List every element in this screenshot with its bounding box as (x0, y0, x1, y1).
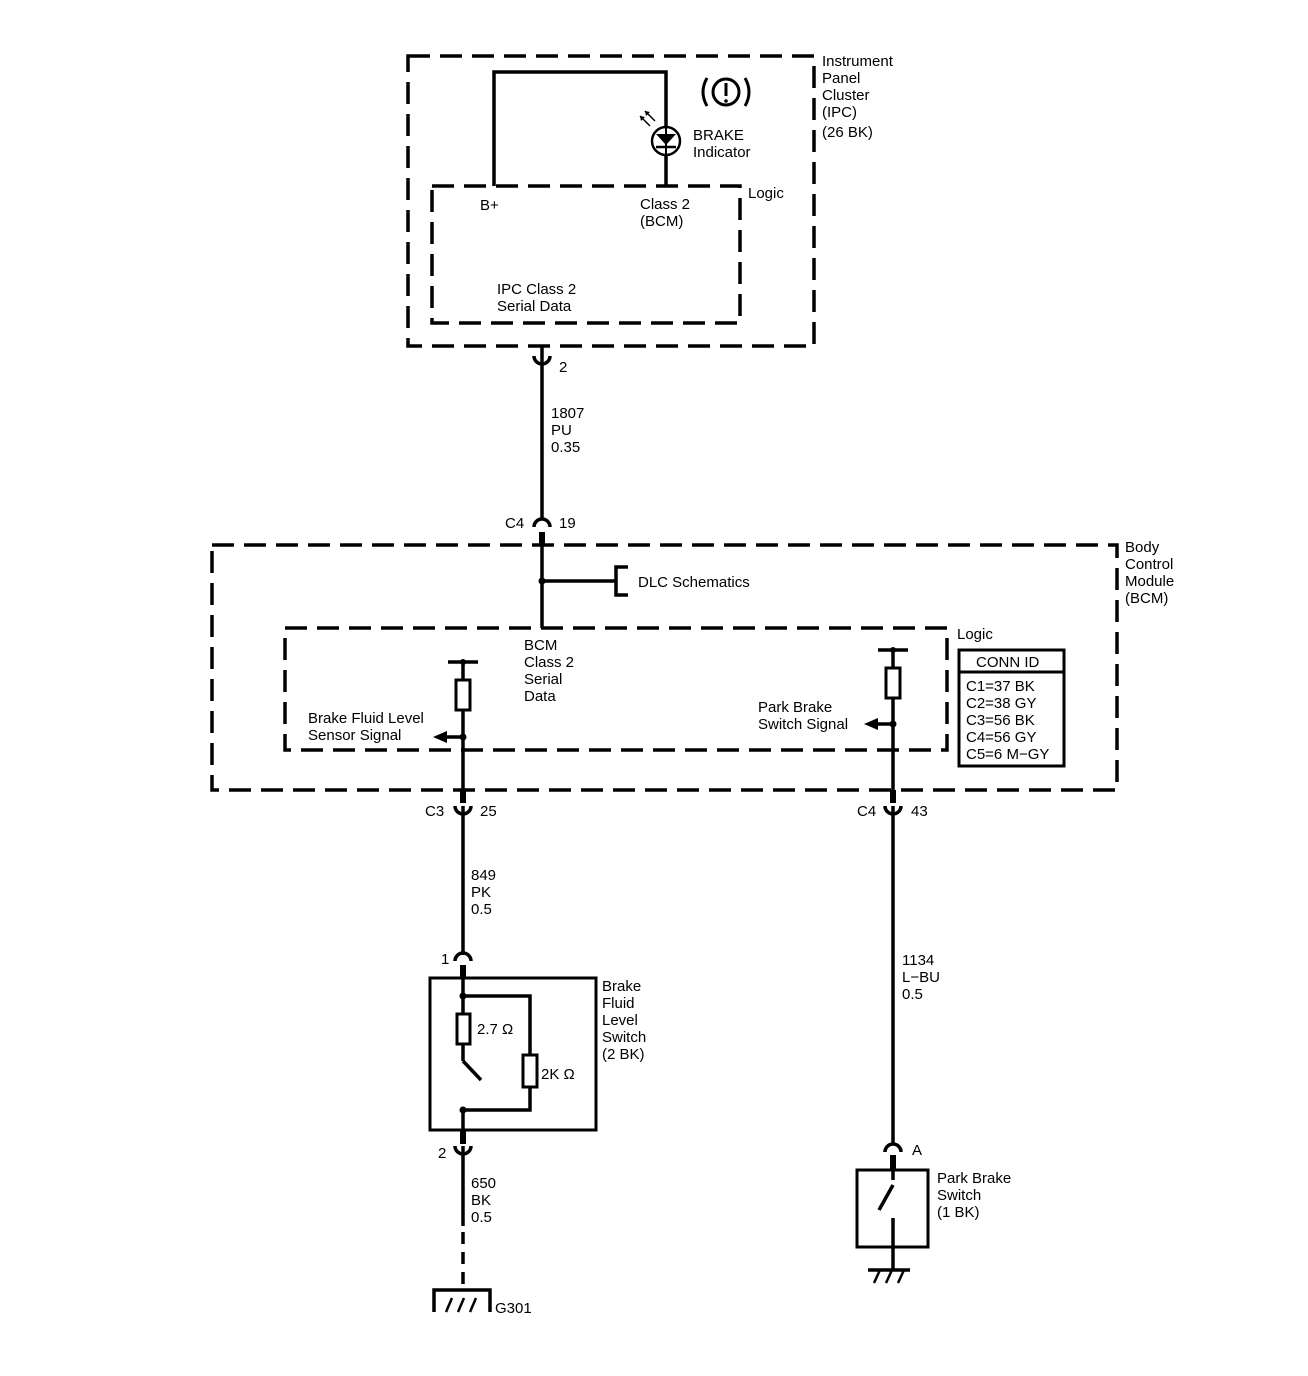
switch-connector-pin-1 (453, 951, 473, 962)
wire-849-label: 849 PK 0.5 (471, 867, 500, 918)
brake-fluid-signal-label: Brake Fluid Level Sensor Signal (308, 710, 428, 744)
bcm-pin-19-label: 19 (559, 515, 576, 532)
bcm-serial-data-label: BCM Class 2 Serial Data (524, 637, 578, 705)
bcm-logic-boundary (283, 626, 949, 752)
resistor-2k-ohm (521, 1053, 539, 1089)
ipc-logic-label: Logic (748, 185, 784, 202)
park-brake-switch-name: Park Brake Switch (1 BK) (937, 1170, 1015, 1221)
brake-indicator-label: BRAKE Indicator (693, 127, 751, 161)
brake-fluid-switch-name: Brake Fluid Level Switch (2 BK) (602, 978, 650, 1063)
bcm-c3-label: C3 (425, 803, 444, 820)
park-brake-switch: A Park Brake Switch (1 BK) (855, 1142, 1015, 1284)
resistor-2-7-ohm-label: 2.7 Ω (477, 1021, 513, 1038)
brake-warning-icon (701, 77, 751, 107)
ipc-boundary (406, 54, 816, 348)
resistor-2k-ohm-label: 2K Ω (541, 1066, 575, 1083)
ground-g301-label: G301 (495, 1300, 532, 1317)
bcm-connector-c4-19 (532, 517, 552, 528)
park-brake-signal-label: Park Brake Switch Signal (758, 699, 848, 733)
bcm-c4-label: C4 (505, 515, 524, 532)
switch-pin-1-label: 1 (441, 951, 449, 968)
conn-id-rows: C1=37 BK C2=38 GY C3=56 BK C4=56 GY C5=6… (966, 678, 1049, 763)
wire-1807: 2 1807 PU 0.35 C4 19 (505, 346, 589, 545)
wire-650-label: 650 BK 0.5 (471, 1175, 500, 1226)
brake-fluid-pullup-resistor (433, 659, 478, 800)
ipc-bplus-label: B+ (480, 197, 499, 214)
bcm-module: Logic Body Control Module (BCM) DLC Sche… (210, 539, 1178, 800)
dlc-schematics-link[interactable]: DLC Schematics (638, 574, 750, 591)
ipc-serial-data-label: IPC Class 2 Serial Data (497, 281, 580, 315)
park-switch-pin-a-label: A (912, 1142, 922, 1159)
level-switch-contact (461, 1059, 483, 1082)
conn-id-title: CONN ID (976, 654, 1040, 671)
ipc-bplus-wire (492, 70, 668, 186)
wire-650: 650 BK 0.5 G301 (432, 1146, 532, 1317)
wire-1807-label: 1807 PU 0.35 (551, 405, 589, 456)
dlc-ref-bracket (614, 565, 628, 597)
wire-1134: C4 43 1134 L−BU 0.5 (857, 790, 944, 1145)
bcm-name: Body Control Module (BCM) (1125, 539, 1178, 607)
bcm-c4-43-conn-label: C4 (857, 803, 876, 820)
park-brake-contact (877, 1184, 895, 1211)
wire-1134-label: 1134 L−BU 0.5 (902, 952, 944, 1003)
wire-849: C3 25 849 PK 0.5 (425, 790, 500, 955)
ipc-name: Instrument Panel Cluster (IPC) (26 BK) (822, 53, 897, 141)
resistor-2-7-ohm (455, 1012, 472, 1046)
ipc-logic-boundary (430, 184, 742, 325)
bcm-pin-43-label: 43 (911, 803, 928, 820)
park-switch-connector-a (883, 1142, 903, 1153)
ipc-module: Logic Instrument Panel Cluster (IPC) (26… (406, 53, 897, 348)
brake-fluid-switch-body (428, 976, 598, 1132)
conn-id-table: CONN ID C1=37 BK C2=38 GY C3=56 BK C4=56… (957, 648, 1066, 768)
brake-indicator-led (639, 110, 682, 157)
bcm-boundary (210, 543, 1119, 792)
park-brake-pullup-resistor (864, 647, 908, 800)
ipc-class2-label: Class 2 (BCM) (640, 196, 694, 230)
ipc-pin-2-label: 2 (559, 359, 567, 376)
switch-pin-2-label: 2 (438, 1145, 446, 1162)
ground-g301-icon (432, 1288, 492, 1313)
bcm-logic-label: Logic (957, 626, 993, 643)
bcm-pin-25-label: 25 (480, 803, 497, 820)
park-brake-ground-icon (868, 1268, 910, 1284)
brake-fluid-level-switch: 1 2.7 Ω 2K Ω 2 Brake Fluid Level Switch … (428, 951, 650, 1162)
